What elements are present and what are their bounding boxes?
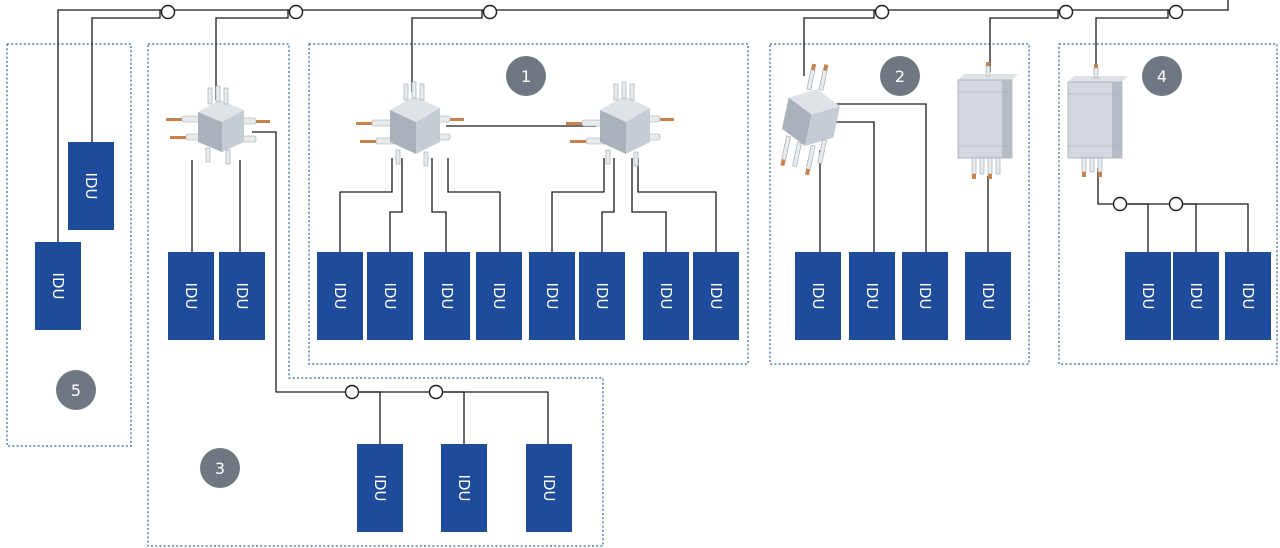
tee-junction-icon [160,4,176,20]
pipes [57,0,1249,444]
zone-badge-label: 4 [1157,67,1167,86]
zone-1-frame [308,43,749,365]
idu-label: IDU [863,283,881,310]
idu-unit: IDU [1225,252,1271,340]
zone-badge-4: 4 [1142,56,1182,96]
idu-label: IDU [233,283,251,310]
idu-unit: IDU [849,252,895,340]
zone-badge-label: 1 [521,67,531,86]
idu-label: IDU [657,283,675,310]
idu-label: IDU [331,283,349,310]
tee-junction-icon [482,4,498,20]
idu-unit: IDU [795,252,841,340]
tee-junction-icon [1168,4,1184,20]
refrigerant-header-icon [957,62,1018,179]
idu-unit: IDU [357,444,403,532]
branch-joint-icon [780,63,840,176]
zone-3-frame [147,43,604,547]
tee-junction-icon [344,384,360,400]
idu-unit: IDU [441,444,487,532]
idu-unit: IDU [693,252,739,340]
idu-label: IDU [438,283,456,310]
idu-label: IDU [540,475,558,502]
idu-unit: IDU [965,252,1011,340]
zone-5-frame [6,43,132,447]
idu-unit: IDU [168,252,214,340]
idu-label: IDU [543,283,561,310]
idu-label: IDU [979,283,997,310]
idu-label: IDU [182,283,200,310]
tee-junctions [160,4,1184,400]
zone-4-frame [1058,43,1278,365]
idu-unit: IDU [35,242,81,330]
idu-unit: IDU [529,252,575,340]
idu-label: IDU [381,283,399,310]
idu-label: IDU [49,273,67,300]
tee-junction-icon [1168,196,1184,212]
zone-badge-label: 5 [71,381,81,400]
idu-unit: IDU [1125,252,1171,340]
idu-unit: IDU [1173,252,1219,340]
idu-units: IDU IDU IDU IDU IDU IDU IDU IDU [35,142,1271,532]
tee-junction-icon [1058,4,1074,20]
zone-badge-3: 3 [200,448,240,488]
zone-badge-2: 2 [880,56,920,96]
idu-label: IDU [593,283,611,310]
branch-joint-icon [356,81,464,167]
idu-unit: IDU [424,252,470,340]
idu-label: IDU [1187,283,1205,310]
zone-badge-1: 1 [506,56,546,96]
idu-label: IDU [490,283,508,310]
idu-label: IDU [1139,283,1157,310]
idu-unit: IDU [219,252,265,340]
tee-junction-icon [874,4,890,20]
tee-junction-icon [1112,196,1128,212]
idu-unit: IDU [526,444,572,532]
tee-junction-icon [288,4,304,20]
idu-label: IDU [455,475,473,502]
idu-unit: IDU [476,252,522,340]
zone-frames [6,43,1278,547]
idu-unit: IDU [643,252,689,340]
zone-badge-label: 3 [215,459,225,478]
refrigerant-header-icon [1067,64,1128,177]
zone-badge-label: 2 [895,67,905,86]
idu-unit: IDU [579,252,625,340]
idu-unit: IDU [317,252,363,340]
idu-label: IDU [707,283,725,310]
idu-label: IDU [916,283,934,310]
idu-label: IDU [82,173,100,200]
branch-joint-icon [566,81,674,167]
idu-label: IDU [1239,283,1257,310]
idu-label: IDU [809,283,827,310]
zone-badges: 1 2 3 4 5 [56,56,1182,488]
idu-unit: IDU [902,252,948,340]
tee-junction-icon [428,384,444,400]
idu-label: IDU [371,475,389,502]
zone-badge-5: 5 [56,370,96,410]
idu-unit: IDU [367,252,413,340]
branch-joint-icon [166,85,270,165]
idu-unit: IDU [68,142,114,230]
